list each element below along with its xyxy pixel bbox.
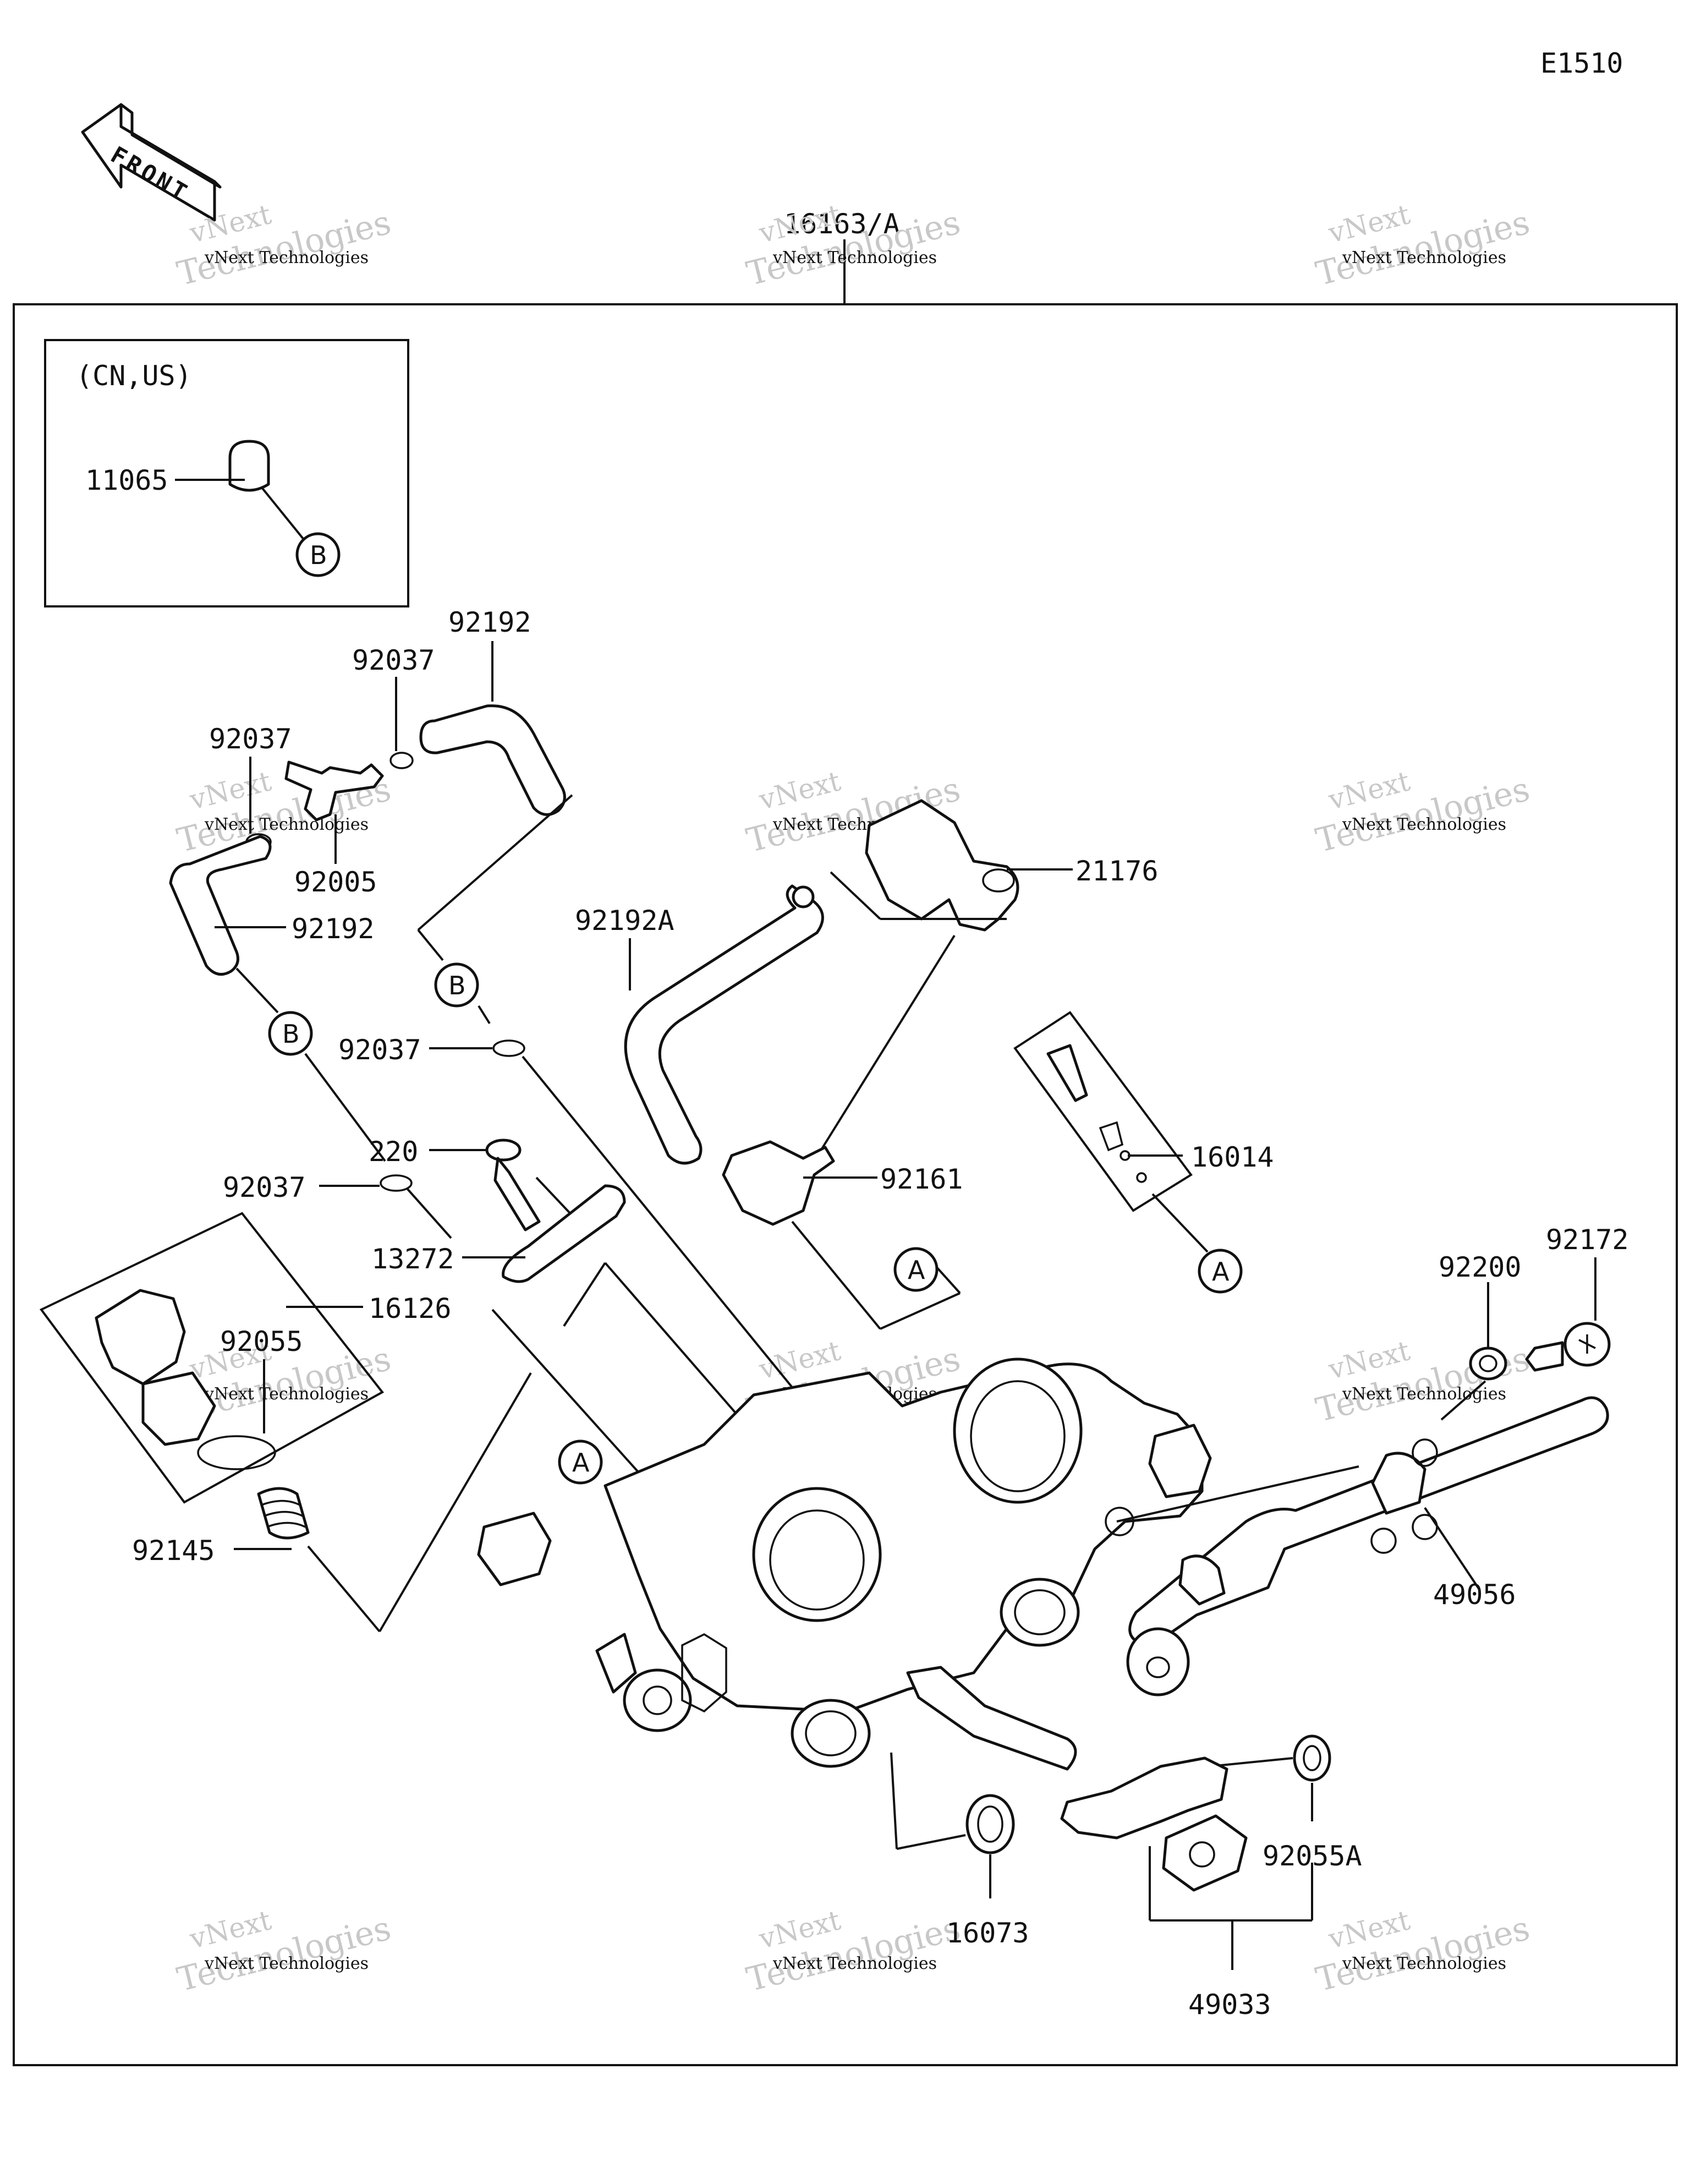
svg-text:vNext Technologies: vNext Technologies — [1342, 248, 1506, 267]
ref-marker-b-right — [434, 962, 479, 1008]
svg-text:vNext Technologies: vNext Technologies — [772, 248, 937, 267]
part-92200-washer-icon — [1469, 1346, 1507, 1381]
region-note: (CN,US) — [76, 360, 192, 392]
svg-text:vNext Technologies: vNext Technologies — [204, 1954, 369, 1973]
part-label-49033: 49033 — [1188, 1989, 1271, 2021]
part-label-92037-lower: 92037 — [223, 1172, 306, 1203]
ref-marker-a-right — [893, 1247, 939, 1292]
part-92192-hose-upper-icon — [419, 704, 566, 816]
part-label-16126: 16126 — [369, 1293, 452, 1324]
part-label-92161: 92161 — [880, 1163, 963, 1195]
svg-text:vNext Technologies: vNext Technologies — [204, 248, 369, 267]
part-92145-spring-icon — [257, 1487, 310, 1540]
ref-marker-b-right-label: B — [448, 971, 466, 1000]
ref-marker-b-inset — [295, 532, 341, 577]
part-label-92037-left: 92037 — [209, 723, 292, 755]
part-label-16073: 16073 — [946, 1917, 1029, 1949]
part-label-92192-upper: 92192 — [448, 606, 531, 638]
part-label-92055: 92055 — [220, 1326, 303, 1358]
diagram-frame — [13, 303, 1678, 2066]
part-13272-bracket-icon — [502, 1184, 626, 1283]
part-16014-box — [1013, 1011, 1193, 1212]
part-49033-injector-icon — [1060, 1756, 1248, 1892]
part-label-49056: 49056 — [1433, 1579, 1516, 1611]
part-label-21176: 21176 — [1076, 855, 1159, 887]
ref-marker-b-inset-label: B — [310, 540, 327, 570]
part-92055a-o-ring-icon — [1293, 1734, 1331, 1782]
svg-text:vNext Technologies: vNext Technologies — [1342, 815, 1506, 834]
part-16126-sensor-box — [39, 1212, 385, 1504]
part-label-92200: 92200 — [1439, 1251, 1522, 1283]
part-220-screw-icon — [485, 1138, 541, 1231]
ref-marker-a-right-label: A — [908, 1255, 925, 1285]
front-arrow-icon: FRONT — [81, 103, 222, 222]
part-label-13272: 13272 — [371, 1243, 454, 1275]
svg-text:vNext Technologies: vNext Technologies — [204, 815, 369, 834]
part-92161-valve-icon — [722, 1140, 835, 1226]
part-label-92145: 92145 — [132, 1535, 215, 1567]
ref-marker-a-left — [558, 1439, 603, 1485]
part-92037-clip-mid-icon — [492, 1039, 525, 1057]
part-label-92037-mid: 92037 — [338, 1034, 421, 1066]
part-92172-screw-icon — [1525, 1322, 1611, 1372]
svg-text:vNext Technologies: vNext Technologies — [204, 1384, 369, 1404]
part-label-11065: 11065 — [85, 464, 168, 496]
part-label-92192a: 92192A — [575, 905, 674, 937]
part-21176-sensor-icon — [865, 799, 1019, 932]
ref-marker-a-left-label: A — [572, 1448, 590, 1477]
part-label-92005: 92005 — [294, 866, 377, 898]
part-92192a-hose-icon — [624, 884, 824, 1165]
inset-box: (CN,US) B 11065 — [44, 339, 409, 607]
part-92037-clip-upper-icon — [389, 752, 414, 769]
ref-marker-b-left — [268, 1011, 313, 1056]
part-11065-cap-icon — [228, 440, 270, 492]
ref-marker-b-left-label: B — [282, 1019, 300, 1049]
part-label-92037-upper: 92037 — [352, 644, 435, 676]
svg-text:vNext Technologies: vNext Technologies — [1342, 1384, 1506, 1404]
part-label-16014: 16014 — [1191, 1141, 1274, 1173]
svg-text:vNext Technologies: vNext Technologies — [1342, 1954, 1506, 1973]
ref-marker-a-lower — [1198, 1249, 1243, 1294]
part-92037-clip-lower-icon — [380, 1174, 413, 1192]
part-label-92055a: 92055A — [1263, 1840, 1362, 1872]
ref-marker-a-lower-label: A — [1212, 1257, 1230, 1287]
throttle-body-icon — [477, 1358, 1212, 1771]
part-label-92172: 92172 — [1546, 1224, 1629, 1256]
part-label-220: 220 — [369, 1136, 418, 1168]
assembly-label: 16163/A — [784, 208, 900, 240]
svg-text:vNext Technologies: vNext Technologies — [772, 1954, 937, 1973]
part-16073-o-ring-icon — [965, 1794, 1015, 1854]
part-label-92192-left: 92192 — [292, 913, 375, 945]
part-92005-t-fitting-icon — [284, 760, 384, 822]
diagram-code: E1510 — [1540, 47, 1623, 79]
part-49056-fuel-rail-icon — [1126, 1396, 1609, 1696]
part-92192-hose-left-icon — [169, 835, 272, 976]
